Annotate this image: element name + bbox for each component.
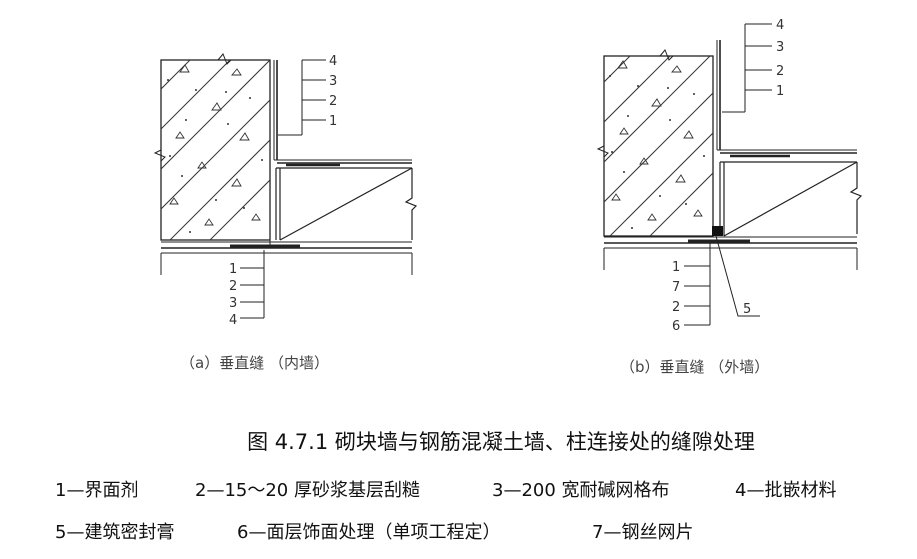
- label-b-top-1: 1: [776, 84, 784, 99]
- bottom-leaders-a: [240, 250, 265, 319]
- bottom-layers-a: [160, 241, 413, 275]
- label-b-top-3: 3: [776, 40, 784, 55]
- panel-a-caption: （a）垂直缝 （内墙）: [180, 354, 329, 372]
- label-a-bottom-3: 3: [229, 296, 237, 311]
- bottom-layers-b: [603, 236, 858, 270]
- legend-item-4: 4—批嵌材料: [735, 480, 837, 501]
- legend-row-1: 1—界面剂 2—15～20 厚砂浆基层刮糙 3—200 宽耐碱网格布 4—批嵌材料: [55, 476, 836, 502]
- label-a-bottom-2: 2: [229, 279, 237, 294]
- label-b-top-4: 4: [776, 18, 784, 33]
- sealant-block-b: [712, 226, 723, 236]
- label-b-side-5: 5: [743, 302, 751, 317]
- concrete-wall-a: [153, 53, 271, 241]
- top-labels-a: 4 3 2 1: [329, 54, 337, 129]
- legend-item-7: 7—钢丝网片: [592, 522, 694, 543]
- label-a-bottom-4: 4: [229, 313, 237, 328]
- label-b-bottom-7: 7: [672, 280, 680, 295]
- legend-item-1: 1—界面剂: [55, 480, 139, 501]
- legend-item-3: 3—200 宽耐碱网格布: [492, 480, 670, 501]
- top-leaders-b: [722, 23, 772, 113]
- panel-a-drawing: 4 3 2 1 1 2 3 4 （a）垂直缝 （内墙）: [153, 53, 418, 372]
- block-wall-a: [275, 167, 418, 241]
- panel-b-caption: （b）垂直缝 （外墙）: [620, 358, 769, 376]
- label-b-bottom-2: 2: [672, 300, 680, 315]
- bottom-labels-b: 1 7 2 6 5: [672, 260, 751, 334]
- label-b-bottom-6: 6: [672, 319, 680, 334]
- block-wall-b: [719, 161, 863, 237]
- label-a-top-2: 2: [329, 94, 337, 109]
- label-a-bottom-1: 1: [229, 262, 237, 277]
- concrete-wall-b: [596, 49, 714, 237]
- label-b-bottom-1: 1: [672, 260, 680, 275]
- detail-drawing: 4 3 2 1 1 2 3 4 （a）垂直缝 （内墙）: [153, 18, 863, 376]
- legend-item-5: 5—建筑密封膏: [55, 522, 175, 543]
- label-a-top-3: 3: [329, 74, 337, 89]
- label-b-top-2: 2: [776, 64, 784, 79]
- legend-item-6: 6—面层饰面处理（单项工程定）: [237, 522, 501, 543]
- label-a-top-4: 4: [329, 54, 337, 69]
- top-labels-b: 4 3 2 1: [776, 18, 784, 99]
- legend-item-2: 2—15～20 厚砂浆基层刮糙: [195, 480, 420, 501]
- panel-b-drawing: 4 3 2 1 1 7 2 6 5 （b）垂直缝 （外墙）: [596, 18, 863, 376]
- top-leaders-a: [278, 59, 326, 136]
- bottom-labels-a: 1 2 3 4: [229, 262, 237, 328]
- bottom-leaders-b: [684, 235, 760, 326]
- legend-row-2: 5—建筑密封膏 6—面层饰面处理（单项工程定） 7—钢丝网片: [55, 518, 693, 544]
- label-a-top-1: 1: [329, 114, 337, 129]
- finish-layers-a: [269, 60, 412, 245]
- figure-title: 图 4.7.1 砌块墙与钢筋混凝土墙、柱连接处的缝隙处理: [247, 430, 755, 454]
- finish-layers-b: [716, 40, 857, 158]
